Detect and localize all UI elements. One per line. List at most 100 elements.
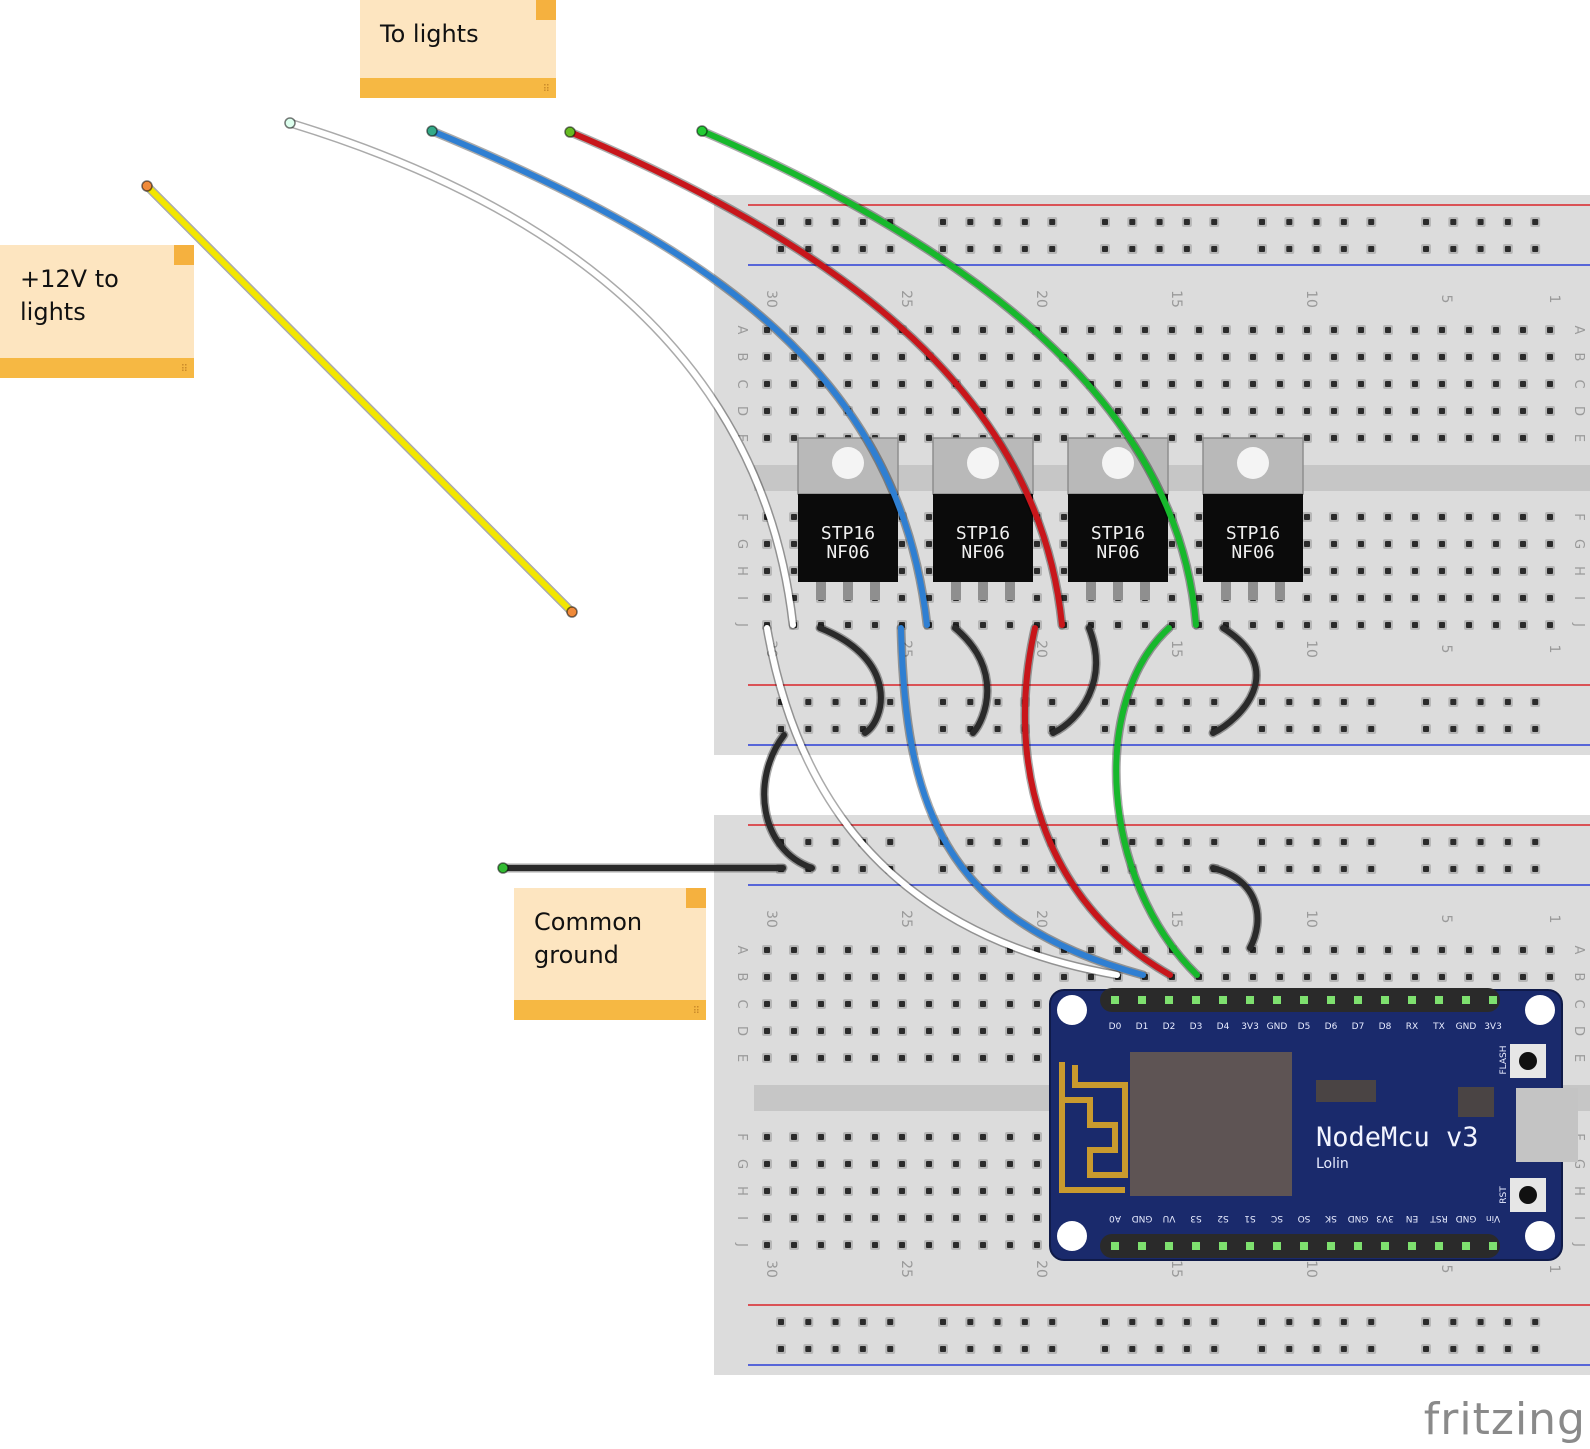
row-letter: J — [734, 1242, 749, 1247]
row-letter: H — [1571, 1186, 1586, 1196]
top-pin-label: D5 — [1298, 1022, 1311, 1032]
mosfet-tab-hole — [967, 447, 999, 479]
row-letter: E — [734, 1054, 749, 1062]
top-pin-label: 3V3 — [1241, 1022, 1259, 1032]
header-pin — [1489, 996, 1497, 1004]
mosfet-leg — [843, 582, 853, 600]
wire-red-bottom — [1022, 625, 1173, 978]
header-pin — [1381, 996, 1389, 1004]
column-number: 10 — [1303, 640, 1319, 658]
row-letter: B — [734, 353, 749, 362]
column-number: 5 — [1438, 915, 1454, 924]
note-12v-text: +12V to lights — [20, 265, 119, 326]
chip-small — [1316, 1080, 1376, 1102]
wire-white-top — [287, 120, 796, 628]
mosfet-label-2: NF06 — [1096, 542, 1139, 563]
top-pin-label: D0 — [1109, 1022, 1122, 1032]
header-pin — [1408, 996, 1416, 1004]
note-to-lights: To lights ⠿ — [360, 0, 556, 98]
header-pin — [1192, 1242, 1200, 1250]
mosfet-tab-hole — [1237, 447, 1269, 479]
header-pin — [1354, 1242, 1362, 1250]
row-letter: E — [1571, 434, 1586, 442]
row-letter: G — [734, 539, 749, 549]
column-number: 25 — [898, 290, 914, 308]
column-number: 10 — [1303, 1260, 1319, 1278]
header-pin — [1300, 996, 1308, 1004]
mosfet-leg — [1113, 582, 1123, 600]
wire-end — [497, 862, 509, 874]
column-number: 1 — [1546, 645, 1562, 654]
row-letter: F — [734, 1133, 749, 1140]
mosfet-tab-hole — [1102, 447, 1134, 479]
top-pin-label: D6 — [1325, 1022, 1338, 1032]
top-pin-label: TX — [1432, 1022, 1445, 1032]
top-pin-label: GND — [1267, 1022, 1288, 1032]
mosfet-leg — [1248, 582, 1258, 600]
column-number: 1 — [1546, 295, 1562, 304]
row-letter: H — [734, 1186, 749, 1196]
header-pin — [1273, 1242, 1281, 1250]
header-pin — [1138, 996, 1146, 1004]
column-number: 30 — [763, 290, 779, 308]
bottom-pin-label: S3 — [1190, 1213, 1201, 1223]
wire-blue-bottom — [898, 625, 1146, 978]
wires — [141, 117, 1262, 980]
wire-black-gnd-mcu — [1210, 865, 1261, 951]
mount-hole — [1525, 995, 1555, 1025]
header-pin — [1435, 1242, 1443, 1250]
header-pin — [1246, 996, 1254, 1004]
mosfet-tab-hole — [832, 447, 864, 479]
row-letter: J — [1571, 1242, 1586, 1247]
header-pin — [1408, 1242, 1416, 1250]
wire-black-rail — [761, 732, 815, 871]
wire-end — [566, 606, 578, 618]
bottom-pin-label: GND — [1456, 1213, 1477, 1223]
bottom-pin-label: GND — [1132, 1213, 1153, 1223]
row-letter: I — [1571, 1216, 1586, 1220]
header-pin — [1165, 1242, 1173, 1250]
row-letter: C — [1571, 999, 1586, 1008]
header-pin — [1435, 996, 1443, 1004]
bottom-pin-label: RST — [1430, 1213, 1448, 1223]
wire-end — [284, 117, 296, 129]
wire-black-3 — [1050, 625, 1100, 736]
top-pin-label: RX — [1406, 1022, 1418, 1032]
header-pin — [1381, 1242, 1389, 1250]
mosfet-leg — [1086, 582, 1096, 600]
column-number: 1 — [1546, 1265, 1562, 1274]
row-letter: C — [734, 999, 749, 1008]
nodemcu-board: D0A0D1GNDD2VUD3S3D4S23V3S1GNDSCD5SOD6SKD… — [1049, 988, 1578, 1261]
row-letter: G — [1571, 539, 1586, 549]
row-letter: C — [734, 379, 749, 388]
mosfet-leg — [1221, 582, 1231, 600]
mosfet-label-1: STP16 — [1091, 523, 1145, 544]
flash-label: FLASH — [1499, 1045, 1509, 1074]
header-pin — [1111, 1242, 1119, 1250]
row-letter: G — [734, 1159, 749, 1169]
row-letter: A — [1571, 326, 1586, 335]
row-letter: A — [734, 326, 749, 335]
column-number: 15 — [1168, 290, 1184, 308]
wire-yellow — [144, 183, 575, 615]
bottom-pin-label: S2 — [1217, 1213, 1228, 1223]
row-letter: I — [1571, 596, 1586, 600]
top-pin-label: D4 — [1217, 1022, 1230, 1032]
row-letter: I — [734, 1216, 749, 1220]
bottom-pin-label: SC — [1271, 1213, 1283, 1223]
row-letter: B — [1571, 973, 1586, 982]
column-number: 5 — [1438, 1265, 1454, 1274]
column-number: 25 — [898, 910, 914, 928]
column-number: 30 — [763, 910, 779, 928]
mosfet-body — [1068, 494, 1168, 582]
row-letter: A — [1571, 946, 1586, 955]
row-letter: E — [1571, 1054, 1586, 1062]
column-number: 5 — [1438, 645, 1454, 654]
mosfet-label-2: NF06 — [826, 542, 869, 563]
row-letter: D — [734, 1026, 749, 1036]
wire-black-2 — [952, 625, 991, 736]
mosfet-leg — [951, 582, 961, 600]
